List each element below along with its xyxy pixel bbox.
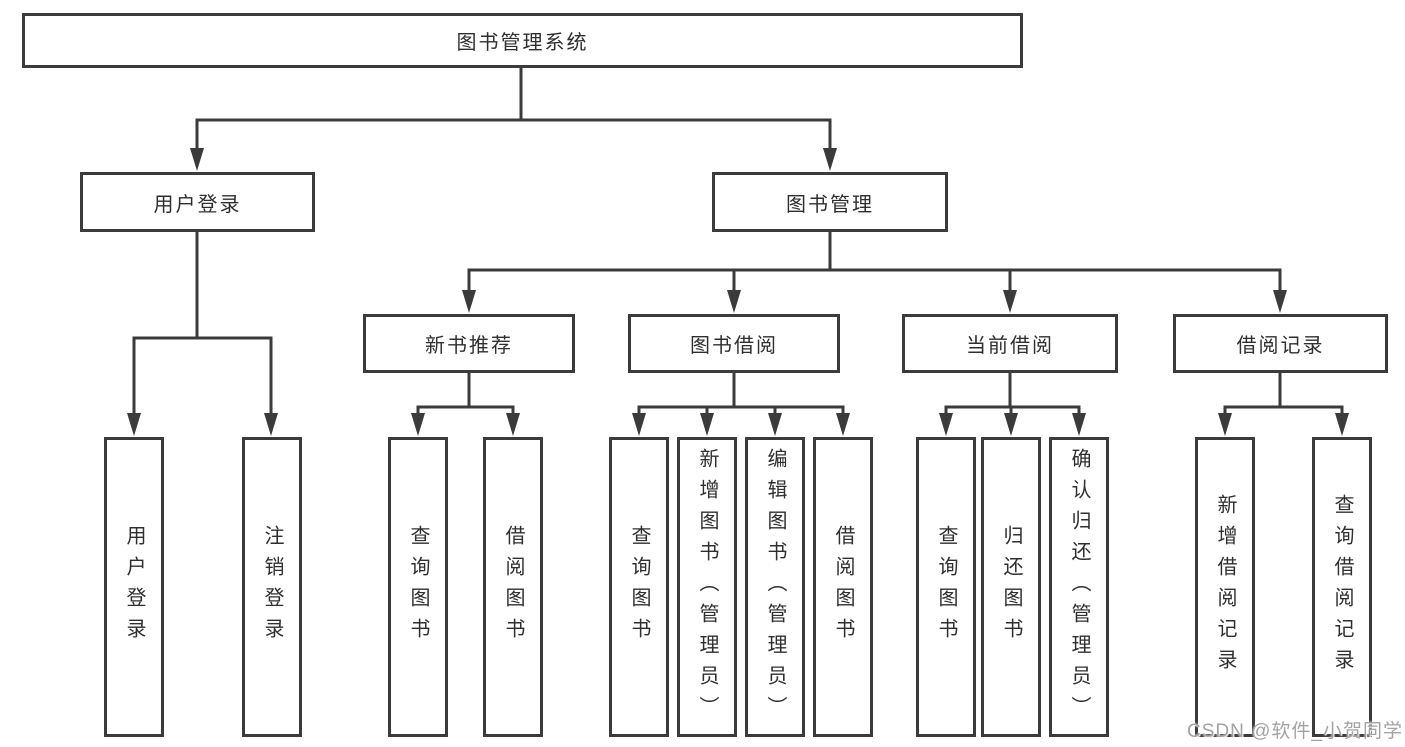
leaf-label: 查询图书 — [407, 525, 429, 649]
leaf-label: 查询借阅记录 — [1331, 494, 1353, 680]
leaf-label: 借阅图书 — [502, 525, 524, 649]
node-label: 借阅记录 — [1236, 335, 1325, 357]
leaf-label: 新增借阅记录 — [1214, 494, 1236, 680]
leaf-label: 确认归还（管理员） — [1068, 447, 1090, 727]
leaf-query-book-borrowing: 查询图书 — [609, 437, 669, 737]
leaf-label: 新增图书（管理员） — [696, 447, 718, 727]
node-label: 用户登录 — [153, 193, 242, 216]
leaf-return-book: 归还图书 — [981, 437, 1041, 737]
leaf-query-book-recommend: 查询图书 — [388, 437, 448, 737]
node-book-management: 图书管理 — [712, 172, 948, 232]
leaf-label: 用户登录 — [123, 525, 145, 649]
node-new-book-recommendation: 新书推荐 — [363, 314, 575, 373]
node-user-login: 用户登录 — [80, 172, 315, 232]
leaf-logout: 注销登录 — [242, 437, 302, 737]
leaf-add-borrow-record: 新增借阅记录 — [1195, 437, 1255, 737]
csdn-watermark: CSDN @软件_小贺同学 — [1187, 721, 1403, 742]
leaf-borrow-book-recommend: 借阅图书 — [483, 437, 543, 737]
leaf-label: 注销登录 — [261, 525, 283, 649]
leaf-borrow-book: 借阅图书 — [813, 437, 873, 737]
leaf-label: 借阅图书 — [832, 525, 854, 649]
node-label: 图书管理 — [786, 193, 874, 216]
node-current-borrowing: 当前借阅 — [902, 314, 1118, 373]
node-label: 图书借阅 — [690, 335, 778, 357]
node-label: 当前借阅 — [966, 335, 1054, 357]
leaf-label: 查询图书 — [935, 525, 957, 649]
node-library-management-system: 图书管理系统 — [22, 13, 1023, 68]
leaf-label: 归还图书 — [1000, 525, 1022, 649]
node-label: 新书推荐 — [425, 335, 513, 357]
leaf-add-book-admin: 新增图书（管理员） — [677, 437, 737, 737]
leaf-confirm-return-admin: 确认归还（管理员） — [1049, 437, 1109, 737]
leaf-user-login: 用户登录 — [104, 437, 164, 737]
leaf-query-book-current: 查询图书 — [916, 437, 976, 737]
node-book-borrowing: 图书借阅 — [628, 314, 840, 373]
node-label: 图书管理系统 — [456, 32, 589, 54]
node-borrowing-records: 借阅记录 — [1173, 314, 1388, 373]
leaf-label: 查询图书 — [628, 525, 650, 649]
arrowheads — [127, 148, 1349, 436]
leaf-label: 编辑图书（管理员） — [764, 447, 786, 727]
leaf-edit-book-admin: 编辑图书（管理员） — [745, 437, 805, 737]
leaf-query-borrow-record: 查询借阅记录 — [1312, 437, 1372, 737]
